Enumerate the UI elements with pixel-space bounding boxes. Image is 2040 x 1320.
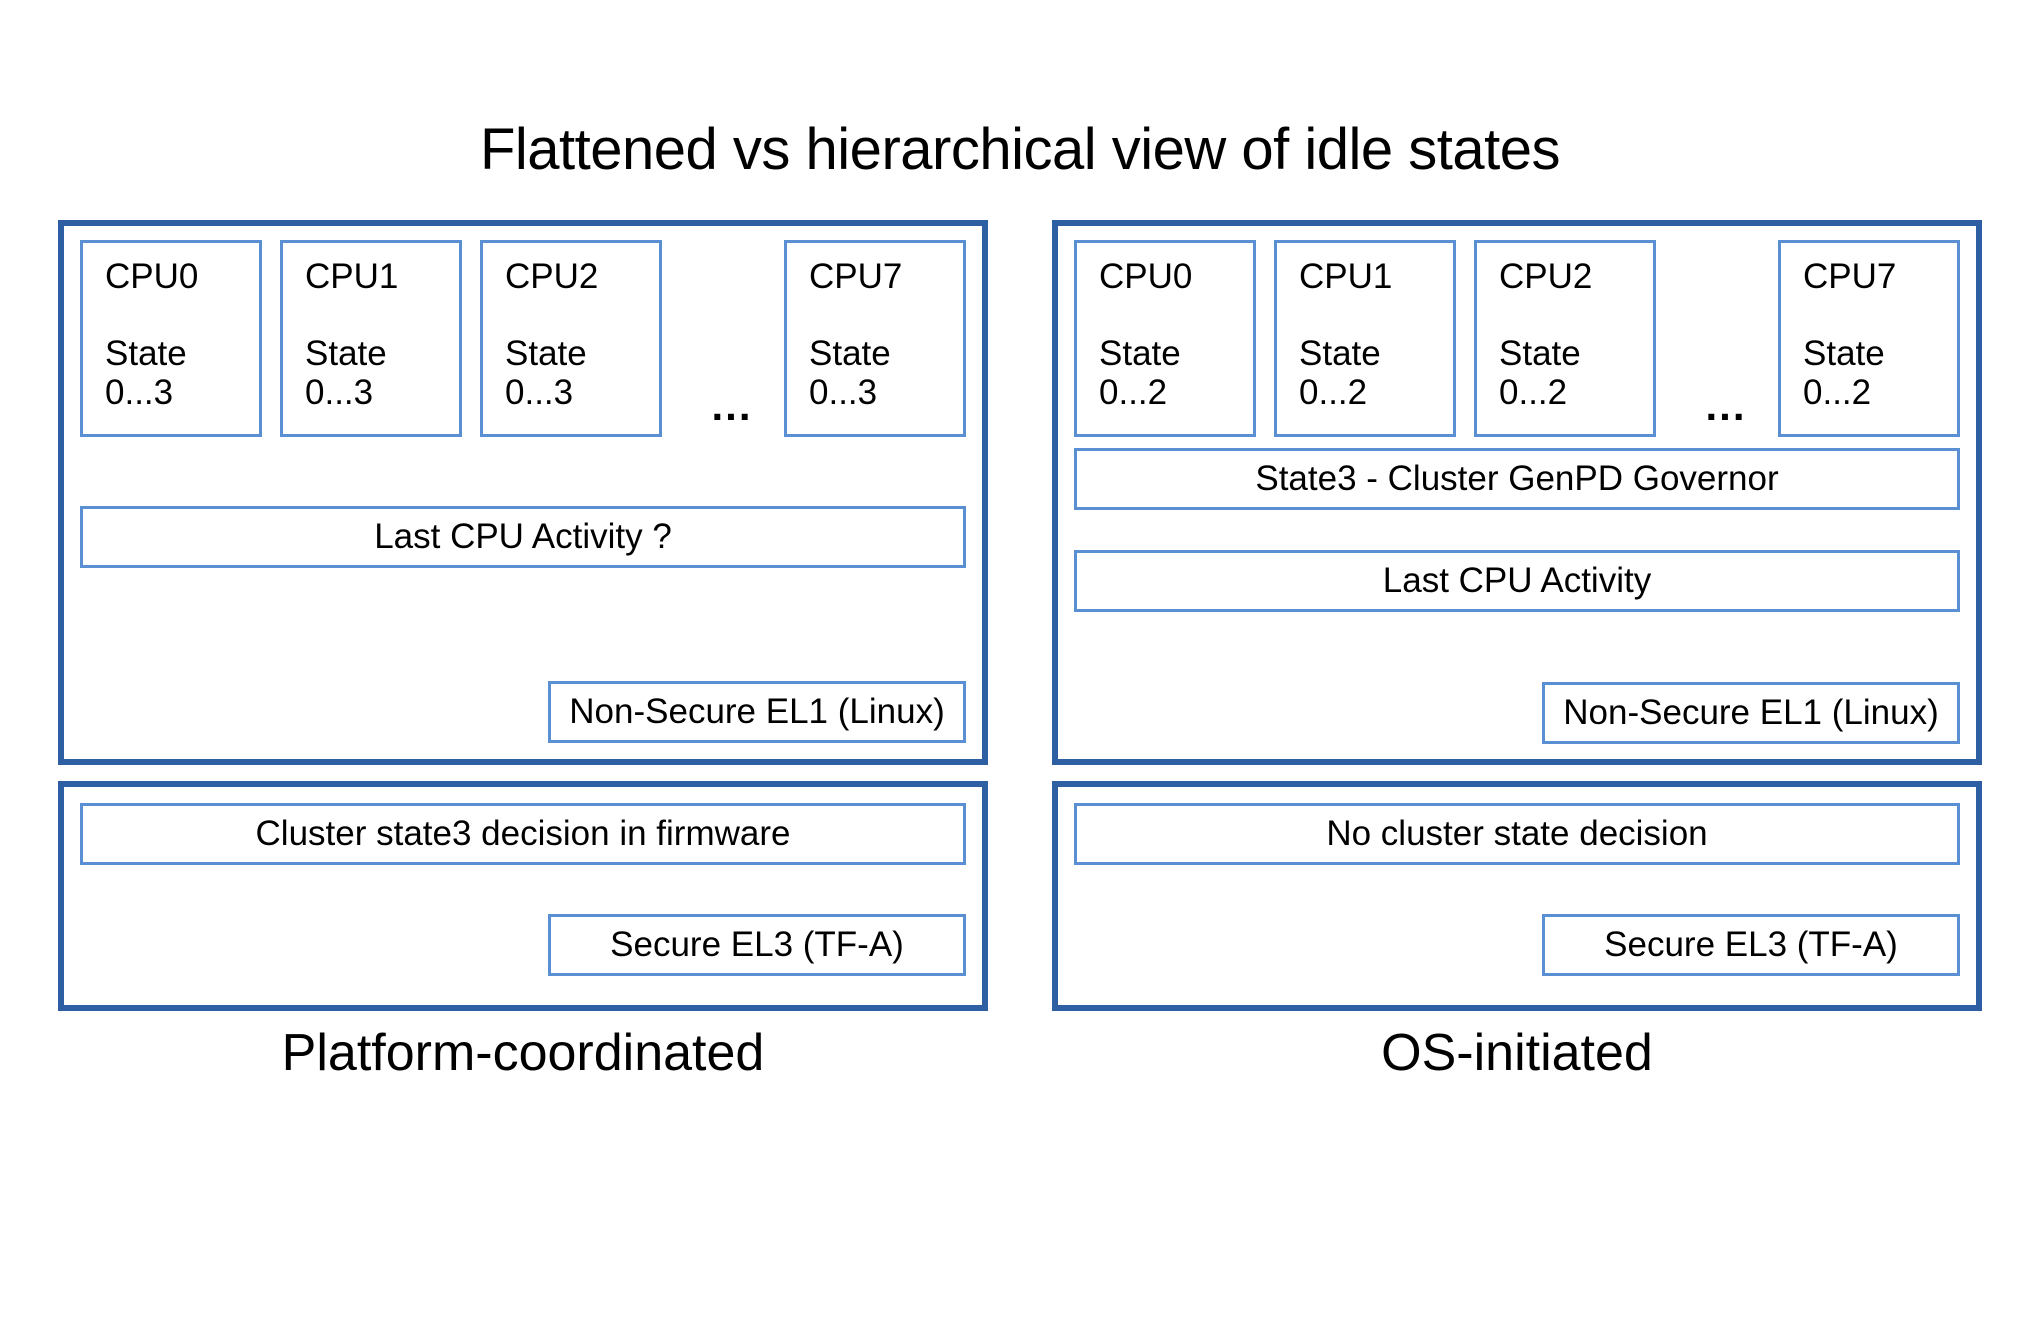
cluster-state-decision-box: No cluster state decision (1074, 803, 1960, 865)
exception-level-label-el3: Secure EL3 (TF-A) (1542, 914, 1960, 976)
cpu-ellipsis: ... (1705, 382, 1747, 429)
cpu-label: CPU2 (1499, 257, 1593, 296)
last-cpu-activity-box: Last CPU Activity (1074, 550, 1960, 612)
last-cpu-activity-box: Last CPU Activity ? (80, 506, 966, 568)
cpu-state-range: State 0...2 (1803, 334, 1885, 413)
secure-el3-panel: Cluster state3 decision in firmware Secu… (58, 781, 988, 1011)
column-platform-coordinated: CPU0 State 0...3 CPU1 State 0...3 CPU2 S… (58, 220, 988, 1011)
secure-el3-panel: No cluster state decision Secure EL3 (TF… (1052, 781, 1982, 1011)
cpu-box-cpu1[interactable]: CPU1 State 0...3 (280, 240, 462, 437)
page-title: Flattened vs hierarchical view of idle s… (479, 117, 1561, 182)
exception-level-label-el1: Non-Secure EL1 (Linux) (548, 681, 966, 743)
cpu-state-range: State 0...2 (1499, 334, 1581, 413)
cpu-state-range: State 0...2 (1099, 334, 1181, 413)
cpu-label: CPU2 (505, 257, 599, 296)
exception-level-label-el3: Secure EL3 (TF-A) (548, 914, 966, 976)
cpu-label: CPU7 (809, 257, 903, 296)
cpu-ellipsis: ... (711, 382, 753, 429)
cpu-box-cpu7[interactable]: CPU7 State 0...2 (1778, 240, 1960, 437)
cpu-row: CPU0 State 0...2 CPU1 State 0...2 CPU2 S… (1074, 240, 1960, 437)
cpu-box-cpu7[interactable]: CPU7 State 0...3 (784, 240, 966, 437)
caption-os-initiated: OS-initiated (1381, 1024, 1653, 1082)
cpu-state-range: State 0...3 (505, 334, 587, 413)
column-os-initiated: CPU0 State 0...2 CPU1 State 0...2 CPU2 S… (1052, 220, 1982, 1011)
cpu-label: CPU7 (1803, 257, 1897, 296)
cpu-state-range: State 0...3 (305, 334, 387, 413)
exception-level-label-el1: Non-Secure EL1 (Linux) (1542, 682, 1960, 744)
caption-platform-coordinated: Platform-coordinated (281, 1024, 765, 1082)
non-secure-el1-panel: CPU0 State 0...3 CPU1 State 0...3 CPU2 S… (58, 220, 988, 765)
cpu-row: CPU0 State 0...3 CPU1 State 0...3 CPU2 S… (80, 240, 966, 437)
cpu-label: CPU1 (305, 257, 399, 296)
non-secure-el1-panel: CPU0 State 0...2 CPU1 State 0...2 CPU2 S… (1052, 220, 1982, 765)
cpu-label: CPU1 (1299, 257, 1393, 296)
cpu-state-range: State 0...2 (1299, 334, 1381, 413)
cpu-state-range: State 0...3 (809, 334, 891, 413)
cpu-box-cpu2[interactable]: CPU2 State 0...3 (480, 240, 662, 437)
cluster-genpd-governor-box: State3 - Cluster GenPD Governor (1074, 448, 1960, 510)
cpu-box-cpu2[interactable]: CPU2 State 0...2 (1474, 240, 1656, 437)
cpu-box-cpu1[interactable]: CPU1 State 0...2 (1274, 240, 1456, 437)
cpu-state-range: State 0...3 (105, 334, 187, 413)
cpu-box-cpu0[interactable]: CPU0 State 0...2 (1074, 240, 1256, 437)
cluster-state-decision-box: Cluster state3 decision in firmware (80, 803, 966, 865)
cpu-label: CPU0 (105, 257, 199, 296)
cpu-label: CPU0 (1099, 257, 1193, 296)
cpu-box-cpu0[interactable]: CPU0 State 0...3 (80, 240, 262, 437)
